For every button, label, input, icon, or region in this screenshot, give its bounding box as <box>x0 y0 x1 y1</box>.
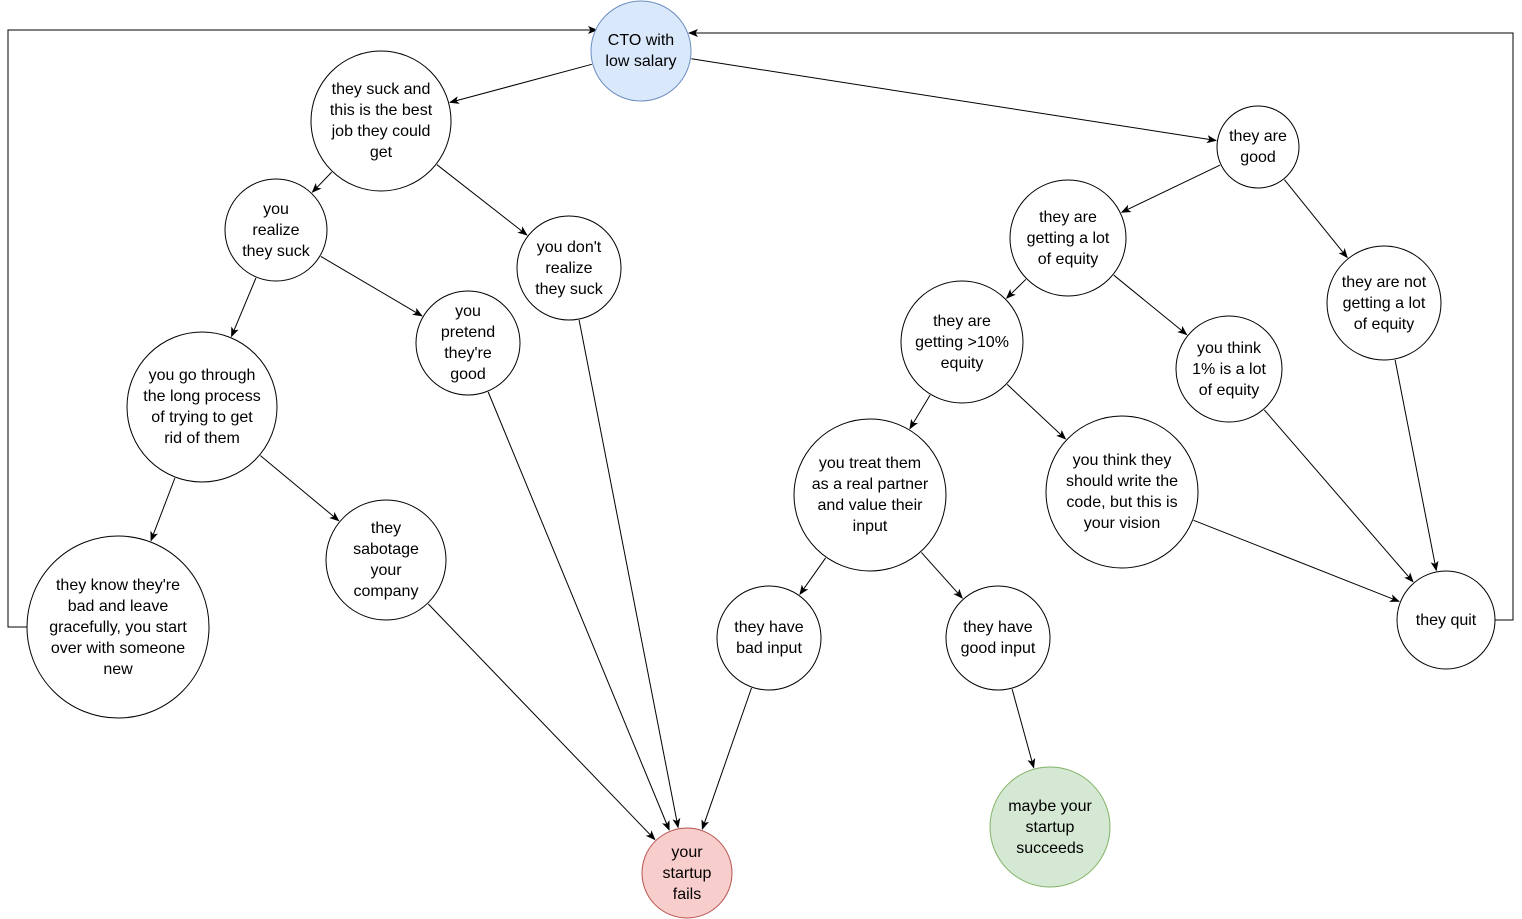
nodes-layer <box>26 0 1496 919</box>
node-succeeds <box>989 766 1111 888</box>
node-quit <box>1396 570 1496 670</box>
edge-quit-to-cto <box>688 29 1514 621</box>
node-partner <box>793 418 947 572</box>
edge-good-input-to-succeeds <box>1011 688 1036 769</box>
edge-leave-to-cto <box>7 26 598 628</box>
node-lot-equity <box>1009 179 1127 297</box>
edge-partner-to-good-input <box>921 552 963 599</box>
edge-suck-to-dont-realize <box>436 164 528 236</box>
edge-not-lot-equity-to-quit <box>1394 359 1439 572</box>
node-pretend <box>415 290 521 396</box>
edge-realize-to-long-process <box>231 277 257 338</box>
edge-long-process-to-leave <box>150 477 176 542</box>
node-suck <box>310 50 452 192</box>
node-fails <box>641 827 733 919</box>
edge-cto-to-suck <box>449 63 592 104</box>
node-sabotage <box>325 499 447 621</box>
edge-long-process-to-sabotage <box>260 455 340 522</box>
node-long-process <box>126 331 278 483</box>
node-cto <box>590 0 692 102</box>
edges-layer <box>7 26 1514 841</box>
edge-realize-to-pretend <box>320 255 423 317</box>
edge-lot-equity-to-think1 <box>1113 274 1188 336</box>
edge-good-to-lot-equity <box>1120 164 1221 213</box>
edge-pretend-to-fails <box>487 391 670 831</box>
node-over10 <box>900 280 1024 404</box>
node-good-input <box>945 585 1051 691</box>
node-think1 <box>1175 315 1283 423</box>
edge-good-to-not-lot-equity <box>1284 179 1348 259</box>
node-good <box>1216 105 1300 189</box>
edge-cto-to-good <box>691 58 1217 144</box>
edge-think1-to-quit <box>1263 409 1414 583</box>
node-bad-input <box>716 585 822 691</box>
edge-sabotage-to-fails <box>427 603 656 841</box>
edge-over10-to-partner <box>909 394 931 430</box>
edge-bad-input-to-fails <box>701 687 752 831</box>
edge-over10-to-write-code <box>1006 384 1067 440</box>
node-dont-realize <box>516 215 622 321</box>
node-leave <box>26 535 210 719</box>
edge-suck-to-realize <box>311 171 333 193</box>
edge-lot-equity-to-over10 <box>1005 278 1027 299</box>
node-write-code <box>1045 415 1199 569</box>
edge-partner-to-bad-input <box>799 557 827 596</box>
node-realize <box>224 178 328 282</box>
edge-write-code-to-quit <box>1193 519 1400 602</box>
node-not-lot-equity <box>1326 245 1442 361</box>
edge-dont-realize-to-fails <box>578 319 681 829</box>
